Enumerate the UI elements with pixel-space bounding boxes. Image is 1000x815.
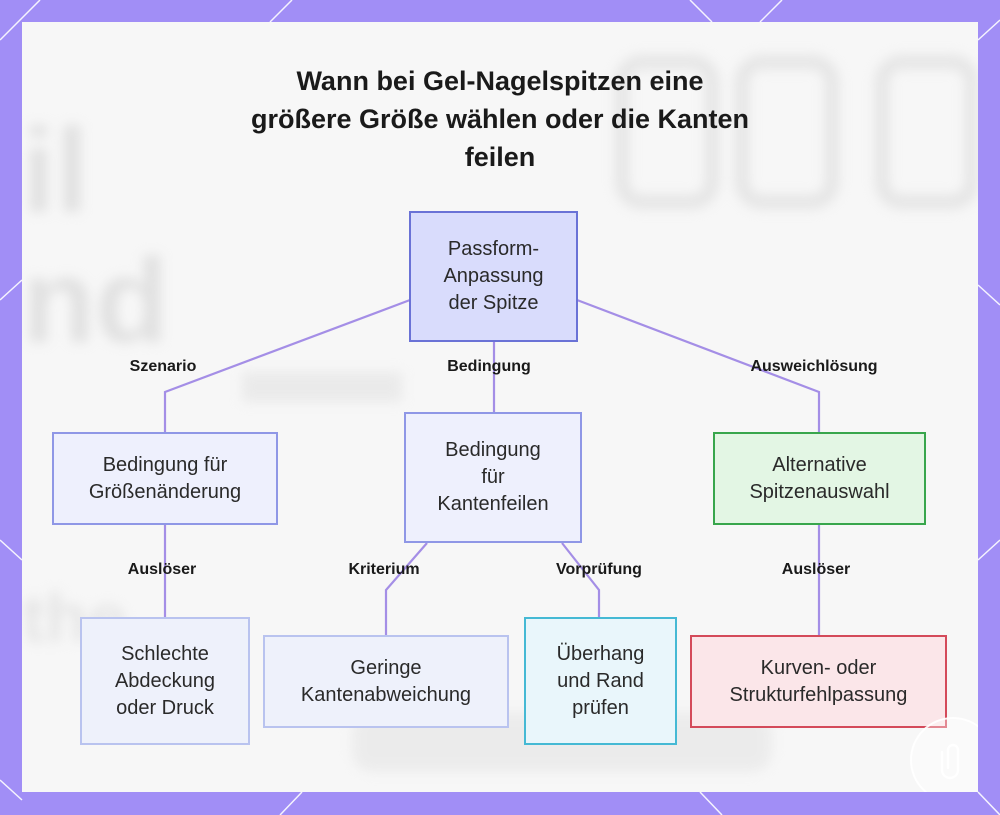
node-small-deviation-line-2: Kantenabweichung xyxy=(300,683,472,706)
node-poor-coverage-line-1: Schlechte xyxy=(121,642,209,665)
title-line-2: größere Größe wählen oder die Kanten xyxy=(250,104,750,134)
node-small-deviation-line-1: Geringe xyxy=(350,656,422,679)
node-size-condition-line-2: Größenänderung xyxy=(88,480,242,503)
diagram-card: il nd the Wann bei Gel-Nagelspitzen eine… xyxy=(22,22,978,792)
node-root: Passform- Anpassung der Spitze xyxy=(409,211,578,342)
node-size-condition-line-1: Bedingung für xyxy=(102,453,228,476)
edge-label-trigger-right: Auslöser xyxy=(781,561,851,578)
node-poor-coverage-line-3: oder Druck xyxy=(116,696,214,719)
node-check-overhang: Überhang und Rand prüfen xyxy=(524,617,677,745)
edge-precheck xyxy=(561,542,601,617)
title-line-1: Wann bei Gel-Nagelspitzen eine xyxy=(296,66,704,96)
edge-label-trigger-left: Auslöser xyxy=(127,561,197,578)
edge-fallback xyxy=(576,298,821,432)
node-alternative: Alternative Spitzenauswahl xyxy=(713,432,926,525)
title-line-3: feilen xyxy=(464,142,536,172)
diagram-title: Wann bei Gel-Nagelspitzen eine größere G… xyxy=(22,62,978,176)
edge-scenario xyxy=(163,298,411,432)
edge-label-precheck: Vorprüfung xyxy=(556,561,642,578)
node-check-overhang-line-2: und Rand xyxy=(557,669,644,692)
node-alternative-line-1: Alternative xyxy=(772,453,867,476)
node-file-condition-line-2: für xyxy=(481,466,505,488)
node-file-condition-line-3: Kantenfeilen xyxy=(437,493,549,515)
node-check-overhang-line-3: prüfen xyxy=(572,696,629,719)
connector-lines xyxy=(163,298,821,635)
node-root-line-1: Passform- xyxy=(447,238,540,260)
edge-label-condition: Bedingung xyxy=(447,358,531,375)
node-alternative-line-2: Spitzenauswahl xyxy=(749,480,890,503)
node-mismatch-line-1: Kurven- oder xyxy=(760,656,877,679)
node-root-line-3: der Spitze xyxy=(448,292,539,314)
node-file-condition: Bedingung für Kantenfeilen xyxy=(404,412,582,543)
edge-label-fallback: Ausweichlösung xyxy=(750,358,878,375)
edge-label-criterion: Kriterium xyxy=(348,561,420,578)
node-poor-coverage: Schlechte Abdeckung oder Druck xyxy=(80,617,250,745)
node-mismatch-line-2: Strukturfehlpassung xyxy=(729,683,908,706)
edge-label-scenario: Szenario xyxy=(129,358,197,375)
node-poor-coverage-line-2: Abdeckung xyxy=(114,669,216,692)
node-small-deviation: Geringe Kantenabweichung xyxy=(263,635,509,728)
node-size-condition: Bedingung für Größenänderung xyxy=(52,432,278,525)
node-check-overhang-line-1: Überhang xyxy=(556,642,645,665)
paperclip-icon xyxy=(910,717,978,792)
node-root-line-2: Anpassung xyxy=(443,265,544,287)
edge-criterion xyxy=(384,542,428,635)
node-mismatch: Kurven- oder Strukturfehlpassung xyxy=(690,635,947,728)
node-file-condition-line-1: Bedingung xyxy=(445,439,541,461)
